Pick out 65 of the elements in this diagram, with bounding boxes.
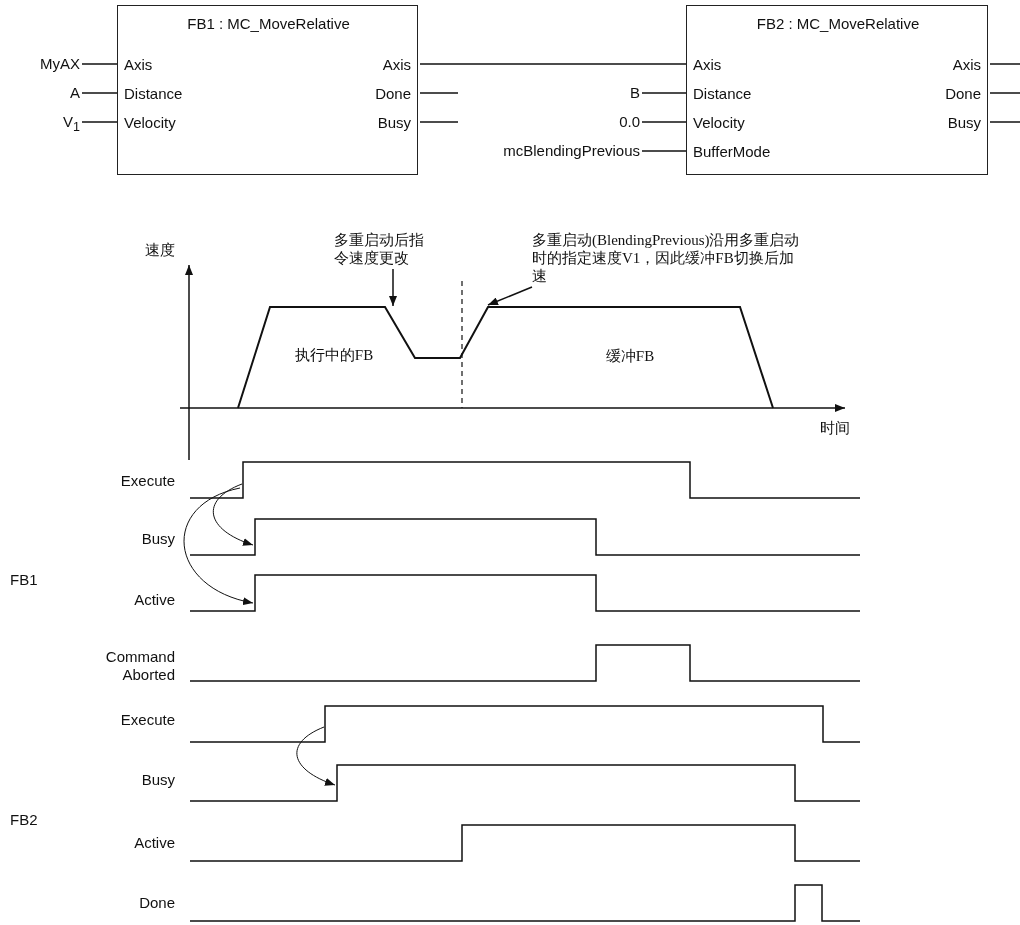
- timing-waveform: [189, 461, 861, 499]
- signal-name: Busy: [141, 530, 175, 548]
- pin-label: Velocity: [693, 114, 745, 132]
- variable-label: MyAX: [40, 55, 80, 73]
- velocity-profile: [237, 306, 774, 409]
- callout-text: 多重启动(BlendingPrevious)沿用多重启动时的指定速度V1，因此缓冲FB切换后加速: [532, 231, 802, 285]
- causal-arrow: [296, 726, 336, 786]
- pin-label: Done: [375, 85, 411, 103]
- axis-title: 时间: [820, 419, 850, 437]
- connection-line: [641, 150, 687, 152]
- pin-label: Distance: [693, 85, 752, 103]
- connection-line: [989, 63, 1020, 65]
- block-title: FB1 : MC_MoveRelative: [187, 15, 350, 33]
- variable-label: A: [70, 84, 80, 102]
- causal-arrow: [183, 487, 254, 605]
- connection-line: [81, 63, 118, 65]
- connection-line: [81, 92, 118, 94]
- callout-arrow: [487, 286, 533, 306]
- function-block: [686, 5, 988, 175]
- connection-line: [81, 121, 118, 123]
- connection-line: [419, 92, 459, 94]
- signal-name: Command Aborted: [104, 648, 175, 684]
- connection-line: [989, 92, 1020, 94]
- group-label: FB1: [10, 571, 38, 589]
- connection-line: [419, 121, 459, 123]
- pin-label: Distance: [124, 85, 183, 103]
- pin-label: Axis: [952, 56, 981, 74]
- timing-waveform: [189, 824, 861, 862]
- signal-name: Execute: [120, 472, 175, 490]
- variable-label: mcBlendingPrevious: [503, 142, 640, 160]
- pin-label: Axis: [382, 56, 411, 74]
- variable-label: B: [630, 84, 640, 102]
- block-title: FB2 : MC_MoveRelative: [756, 15, 920, 33]
- signal-name: Execute: [120, 711, 175, 729]
- timing-waveform: [189, 705, 861, 743]
- callout-arrow: [389, 268, 397, 307]
- signal-name: Busy: [141, 771, 175, 789]
- signal-name: Active: [134, 591, 175, 609]
- pin-label: Busy: [377, 114, 411, 132]
- pin-label: Done: [945, 85, 981, 103]
- signal-name: Done: [139, 894, 175, 912]
- connection-line: [641, 92, 687, 94]
- connection-line: [989, 121, 1020, 123]
- pin-label: Busy: [947, 114, 981, 132]
- signal-name: Active: [134, 834, 175, 852]
- variable-label: V$_{1}$: [63, 113, 80, 136]
- variable-label: 0.0: [619, 113, 640, 131]
- connection-line: [419, 63, 687, 65]
- axis-title: 速度: [145, 241, 175, 259]
- area-label: 缓冲FB: [605, 347, 655, 365]
- timing-waveform: [189, 574, 861, 612]
- area-label: 执行中的FB: [294, 346, 374, 364]
- timing-waveform: [189, 518, 861, 556]
- pin-label: Axis: [124, 56, 153, 74]
- callout-text: 多重启动后指令速度更改: [334, 231, 430, 267]
- timing-waveform: [189, 884, 861, 922]
- timing-waveform: [189, 644, 861, 682]
- group-label: FB2: [10, 811, 38, 829]
- function-block: [117, 5, 418, 175]
- pin-label: Velocity: [124, 114, 176, 132]
- connection-line: [641, 121, 687, 123]
- timing-waveform: [189, 764, 861, 802]
- pin-label: Axis: [693, 56, 722, 74]
- causal-arrow: [213, 483, 254, 546]
- pin-label: BufferMode: [693, 143, 771, 161]
